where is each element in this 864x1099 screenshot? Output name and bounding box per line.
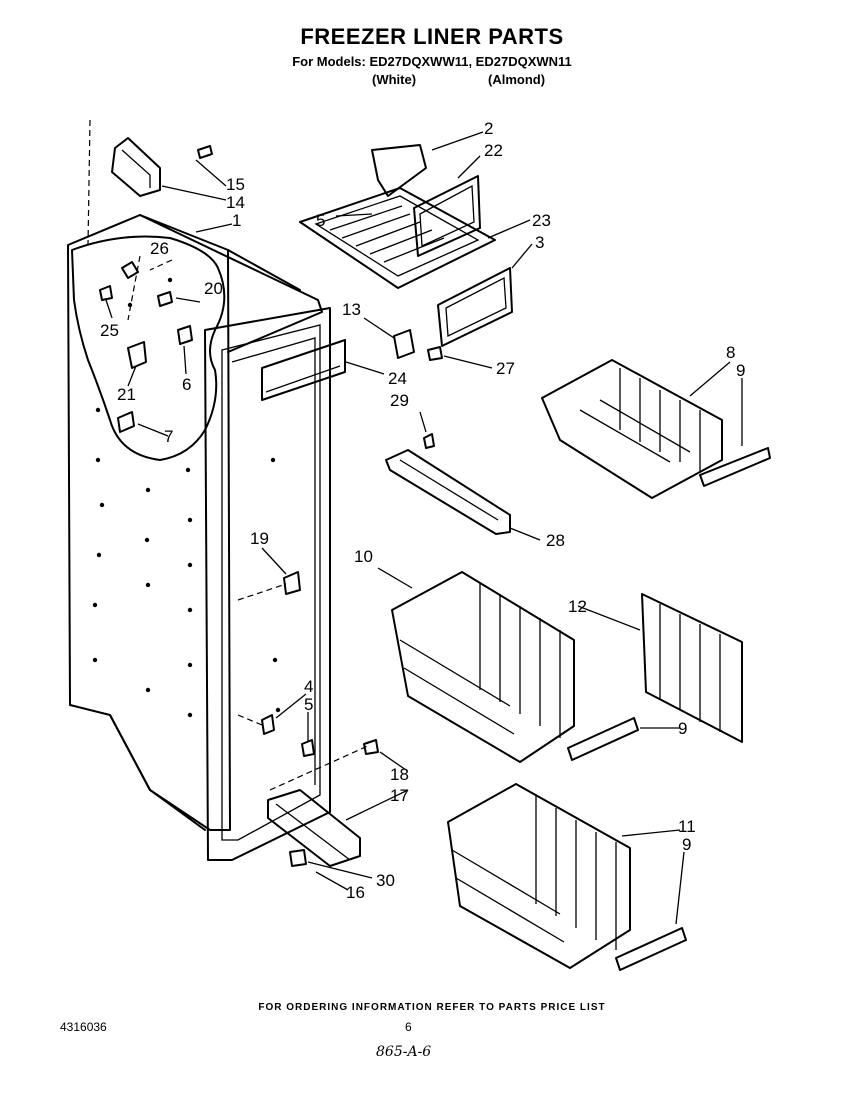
callout-30: 30 [376,871,395,890]
models-line: For Models: ED27DQXWW11, ED27DQXWN11 [292,54,572,69]
panel-12 [641,593,743,743]
callout-26: 26 [150,239,169,258]
callout-numbers: 2 22 1 5 23 3 15 14 26 20 13 25 6 21 7 2… [100,119,745,902]
leader-lines [105,131,743,925]
callout-1: 1 [232,211,241,230]
callout-18: 18 [390,765,409,784]
callout-14: 14 [226,193,245,212]
callout-6: 6 [182,375,191,394]
callout-9-top: 9 [736,361,745,380]
callout-8: 8 [726,343,735,362]
callout-9-bottom: 9 [682,835,691,854]
callout-12: 12 [568,597,587,616]
variant-almond-label: (Almond) [488,72,546,87]
crisper-parts [267,739,379,867]
basket-10 [391,571,639,763]
callout-17: 17 [390,786,409,805]
basket-8 [541,359,771,499]
ordering-note: FOR ORDERING INFORMATION REFER TO PARTS … [258,1002,606,1013]
callout-2: 2 [484,119,493,138]
basket-rail [385,433,511,535]
freezer-shelf [299,144,513,347]
callout-15: 15 [226,175,245,194]
callout-5-shelf: 5 [316,211,325,230]
callout-10: 10 [354,547,373,566]
callout-11: 11 [678,817,696,836]
callout-22: 22 [484,141,503,160]
document-number: 4316036 [60,1020,107,1034]
liner-small-parts [87,119,371,791]
handwritten-note: 865-A-6 [376,1044,432,1060]
callout-20: 20 [204,279,223,298]
page-number: 6 [405,1020,412,1034]
callout-29: 29 [390,391,409,410]
callout-25: 25 [100,321,119,340]
callout-19: 19 [250,529,269,548]
callout-5-liner: 5 [304,695,313,714]
callout-13: 13 [342,300,361,319]
basket-11 [447,783,687,971]
callout-27: 27 [496,359,515,378]
callout-23: 23 [532,211,551,230]
callout-21: 21 [117,385,136,404]
callout-28: 28 [546,531,565,550]
variant-white-label: (White) [372,72,417,87]
callout-24: 24 [388,369,407,388]
callout-16: 16 [346,883,365,902]
callout-7: 7 [164,427,173,446]
page-title: FREEZER LINER PARTS [300,24,564,49]
callout-9-middle: 9 [678,719,687,738]
fan-bracket [393,329,443,361]
callout-3: 3 [535,233,544,252]
freezer-liner [67,214,331,861]
callout-4: 4 [304,677,313,696]
